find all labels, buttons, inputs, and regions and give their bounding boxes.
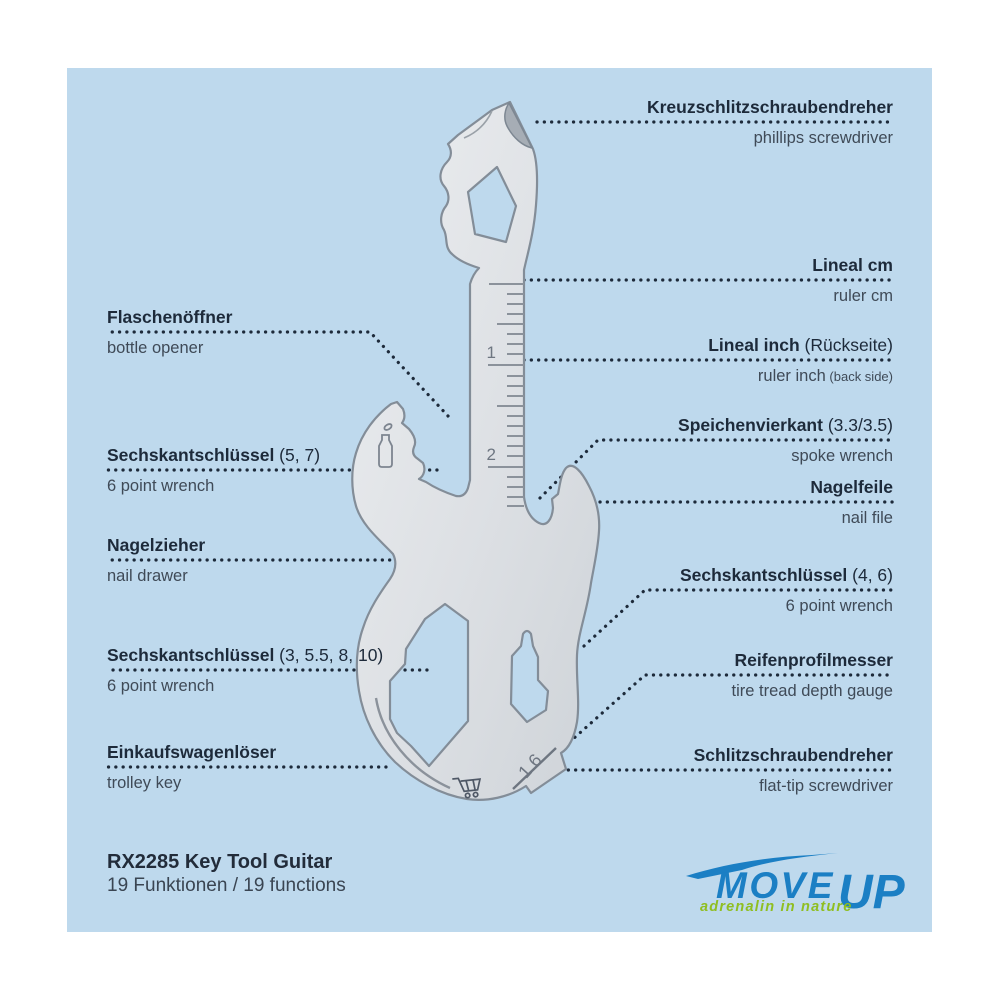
callout-en: nail drawer bbox=[107, 567, 188, 585]
logo-word-move: MOVE bbox=[716, 865, 835, 906]
callout-hex-4-6: Sechskantschlüssel (4, 6) 6 point wrench bbox=[473, 564, 893, 618]
callout-hex-5-7: Sechskantschlüssel (5, 7) 6 point wrench bbox=[107, 444, 527, 498]
trolley-key-arc bbox=[374, 697, 451, 790]
callout-spoke-wrench: Speichenvierkant (3.3/3.5) spoke wrench bbox=[473, 414, 893, 468]
callout-en: bottle opener bbox=[107, 339, 204, 357]
callout-de: Schlitzschraubendreher bbox=[693, 745, 893, 765]
callout-phillips-screwdriver: Kreuzschlitzschraubendreher phillips scr… bbox=[473, 96, 893, 150]
callout-en: flat-tip screwdriver bbox=[759, 777, 893, 795]
logo-swoosh bbox=[686, 853, 838, 879]
callout-de: Einkaufswagenlöser bbox=[107, 742, 277, 762]
product-subtitle: 19 Funktionen / 19 functions bbox=[107, 875, 346, 896]
callout-bottle-opener: Flaschenöffner bottle opener bbox=[107, 306, 527, 360]
callout-de: Sechskantschlüssel (5, 7) bbox=[107, 445, 321, 465]
callout-de: Nagelfeile bbox=[810, 477, 893, 497]
brand-logo: MOVE UP adrenalin in nature bbox=[686, 853, 906, 919]
callout-de: Lineal inch (Rückseite) bbox=[708, 335, 893, 355]
callout-de: Flaschenöffner bbox=[107, 307, 233, 327]
callout-tread-gauge: Reifenprofilmesser tire tread depth gaug… bbox=[473, 649, 893, 703]
callout-ruler-cm: Lineal cm ruler cm bbox=[473, 254, 893, 308]
leader-hex-4-6 bbox=[582, 588, 895, 648]
callout-en: ruler cm bbox=[833, 287, 893, 305]
tool-body bbox=[351, 100, 601, 801]
tip-crease bbox=[463, 110, 493, 139]
callout-de: Speichenvierkant (3.3/3.5) bbox=[678, 415, 893, 435]
callout-en: ruler inch (back side) bbox=[757, 367, 893, 385]
callout-nail-file: Nagelfeile nail file bbox=[473, 476, 893, 530]
callout-de: Lineal cm bbox=[812, 255, 893, 275]
callout-hex-multi: Sechskantschlüssel (3, 5.5, 8, 10) 6 poi… bbox=[107, 644, 527, 698]
callout-nail-drawer: Nagelzieher nail drawer bbox=[107, 534, 527, 588]
callout-de: Reifenprofilmesser bbox=[734, 650, 893, 670]
callout-en: 6 point wrench bbox=[785, 597, 893, 615]
callout-en: trolley key bbox=[107, 774, 182, 792]
leader-tread-gauge bbox=[562, 673, 895, 749]
callout-en: 6 point wrench bbox=[107, 677, 215, 695]
callout-en: nail file bbox=[841, 509, 893, 527]
callout-trolley-key: Einkaufswagenlöser trolley key bbox=[107, 741, 527, 795]
callout-de: Kreuzschlitzschraubendreher bbox=[646, 97, 893, 117]
callout-en: 6 point wrench bbox=[107, 477, 215, 495]
ruler-number-1: 1 bbox=[487, 343, 496, 362]
product-caption: RX2285 Key Tool Guitar 19 Funktionen / 1… bbox=[107, 850, 346, 897]
callout-en: phillips screwdriver bbox=[753, 129, 893, 147]
product-title: RX2285 Key Tool Guitar bbox=[107, 851, 333, 873]
leader-lines bbox=[105, 120, 895, 772]
tread-gauge-line bbox=[512, 747, 557, 790]
phillips-tip-shading bbox=[504, 101, 534, 150]
callout-ruler-inch: Lineal inch (Rückseite) ruler inch (back… bbox=[473, 334, 893, 388]
callout-en: tire tread depth gauge bbox=[731, 682, 893, 700]
logo-tagline: adrenalin in nature bbox=[700, 899, 853, 915]
shopping-cart-icon bbox=[452, 777, 482, 799]
ruler-cm-scale bbox=[488, 283, 524, 507]
logo-word-up: UP bbox=[838, 866, 906, 919]
ruler-number-2: 2 bbox=[487, 445, 496, 464]
callout-flat-screwdriver: Schlitzschraubendreher flat-tip screwdri… bbox=[473, 744, 893, 798]
callout-de: Sechskantschlüssel (4, 6) bbox=[679, 565, 893, 585]
tool-guitar-multitool: 1 2 1.6 bbox=[351, 100, 601, 801]
bottle-icon bbox=[378, 423, 393, 468]
leader-spoke-wrench bbox=[538, 438, 895, 500]
callout-en: spoke wrench bbox=[791, 447, 893, 465]
callout-de: Sechskantschlüssel (3, 5.5, 8, 10) bbox=[107, 645, 384, 665]
callout-de: Nagelzieher bbox=[107, 535, 206, 555]
